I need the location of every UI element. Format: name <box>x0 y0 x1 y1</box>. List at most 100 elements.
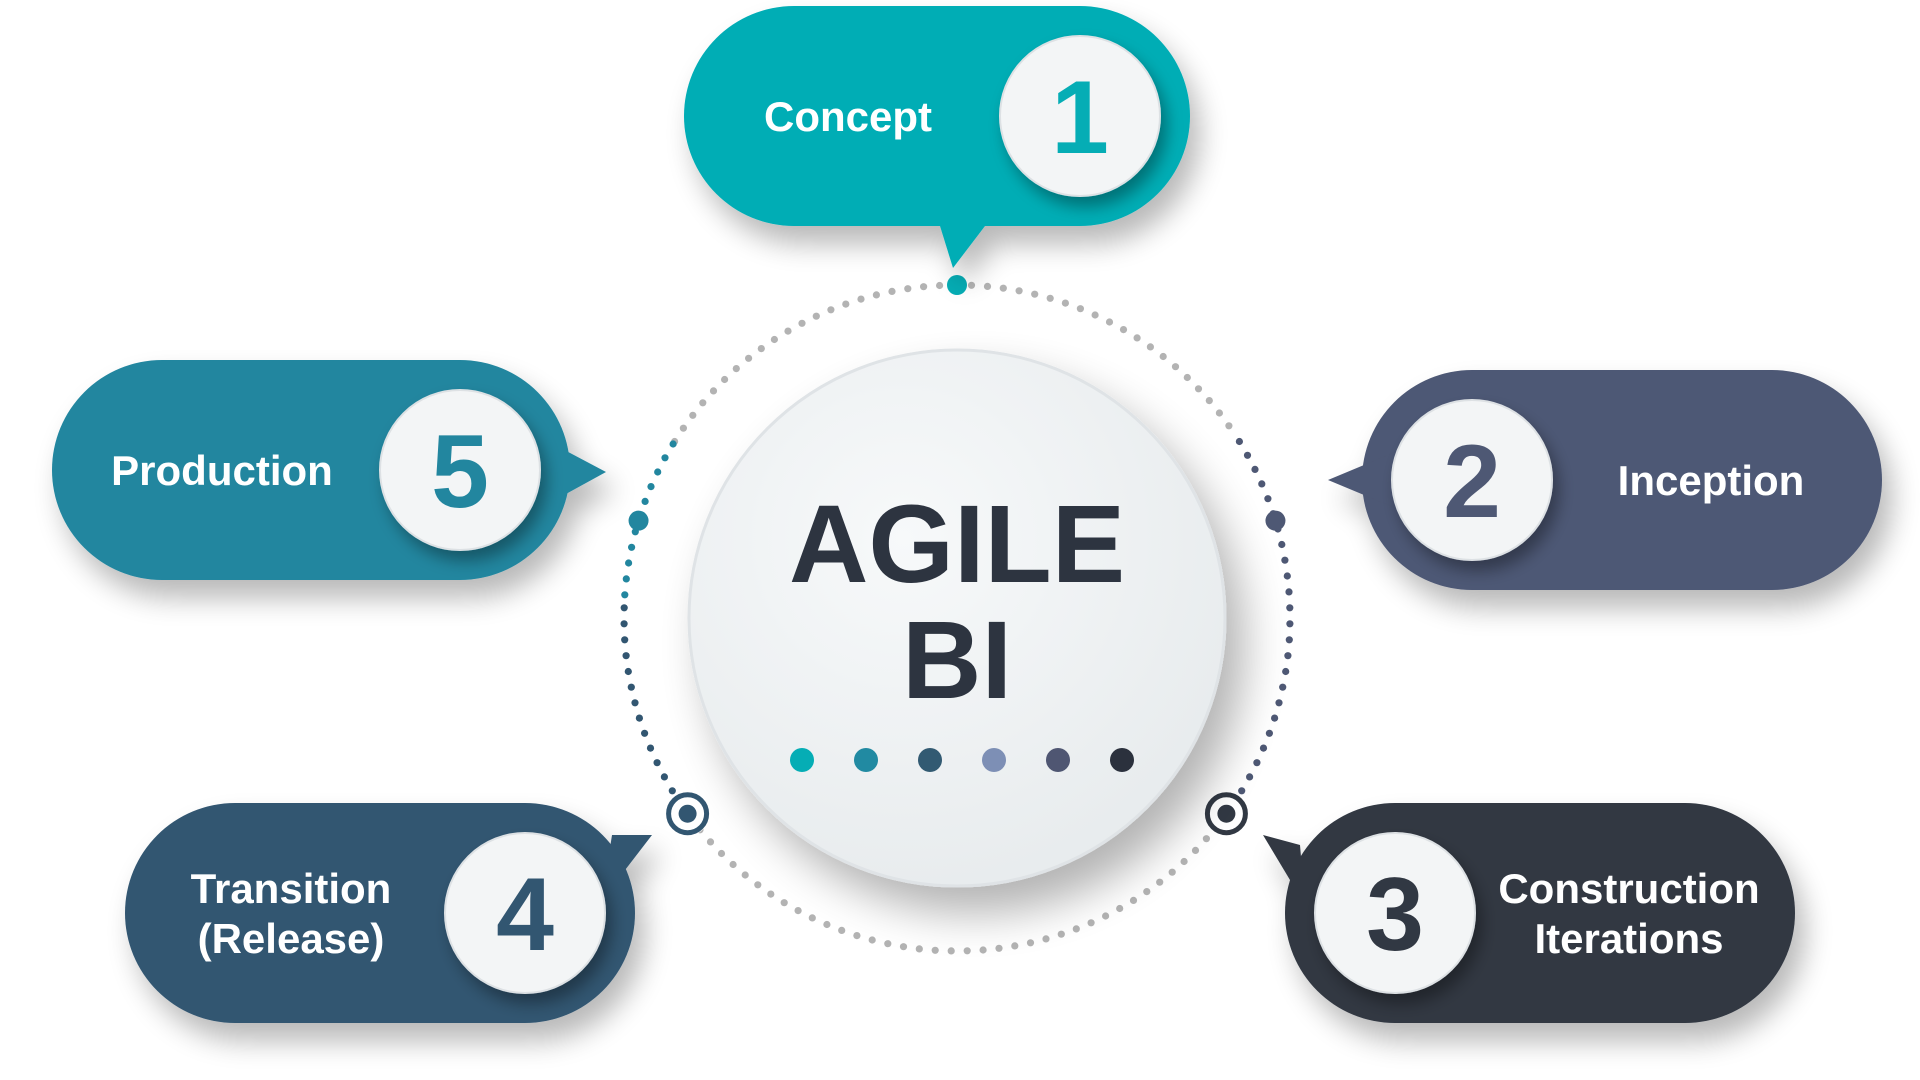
stage-label: Transition <box>191 865 392 912</box>
ring-dot <box>1235 437 1243 446</box>
ring-dot <box>679 424 688 432</box>
ring-dot <box>1105 318 1114 326</box>
ring-dot <box>794 907 802 915</box>
ring-dot <box>1168 868 1176 876</box>
ring-dot <box>1102 912 1110 920</box>
stage-pointer <box>602 835 652 900</box>
ring-dot <box>1285 588 1293 596</box>
ring-dot <box>767 890 775 898</box>
ring-dot <box>1057 930 1065 938</box>
ring-marker-dot <box>628 510 649 531</box>
ring-dot <box>1129 896 1138 905</box>
ring-dot <box>621 591 629 599</box>
ring-dot <box>745 354 753 362</box>
ring-dot <box>669 440 677 448</box>
ring-dot <box>627 683 635 691</box>
ring-dot <box>884 940 892 948</box>
ring-dot <box>1076 305 1084 313</box>
ring-dot <box>1275 699 1283 707</box>
ring-dot <box>983 282 992 290</box>
ring-dot <box>995 944 1003 952</box>
ring-dot <box>936 281 944 290</box>
ring-dot <box>699 399 707 407</box>
ring-dot <box>741 871 749 879</box>
ring-dot <box>721 375 729 384</box>
ring-dot <box>1156 878 1164 886</box>
ring-dot <box>1191 846 1200 855</box>
ring-dot <box>1087 919 1095 927</box>
ring-dot <box>631 699 639 707</box>
ring-dot <box>1225 422 1233 430</box>
ring-dot <box>823 920 831 929</box>
ring-dot <box>1116 904 1124 913</box>
stage-pointer <box>940 226 985 268</box>
number-badge <box>1314 832 1476 994</box>
ring-dot <box>904 285 912 293</box>
ring-dot <box>1205 397 1213 405</box>
ring-dot <box>931 946 939 954</box>
center-title-line1: AGILE <box>789 483 1125 606</box>
ring-dot <box>842 300 850 308</box>
ring-dot <box>868 936 876 944</box>
ring-dot <box>1091 311 1099 319</box>
ring-dot <box>1279 683 1287 691</box>
ring-dot <box>635 714 644 722</box>
ring-dot <box>757 345 765 353</box>
ring-dot <box>888 287 896 295</box>
ring-dot <box>979 946 987 954</box>
ring-dot <box>872 291 881 299</box>
ring-dot <box>647 483 655 491</box>
stage-number: 4 <box>496 857 554 973</box>
ring-dot <box>1143 888 1151 896</box>
stage-label: Inception <box>1618 457 1805 504</box>
stage-pointer <box>1328 450 1400 510</box>
ring-dot <box>1265 729 1273 737</box>
stage-label: Concept <box>764 93 932 140</box>
center-dot <box>854 748 878 772</box>
ring-dot <box>827 306 835 314</box>
ring-dot <box>1246 773 1254 781</box>
ring-dot <box>1285 636 1293 644</box>
ring-dot <box>1264 495 1272 503</box>
ring-dot <box>853 932 861 940</box>
ring-dot <box>653 759 661 767</box>
ring-dot <box>1133 334 1141 342</box>
ring-dot <box>1146 343 1154 351</box>
ring-dot <box>717 849 726 858</box>
ring-dot <box>780 899 788 907</box>
ring-dot <box>729 860 737 869</box>
ring-dot <box>770 335 779 344</box>
ring-dot <box>1202 835 1210 843</box>
ring-dot <box>1011 942 1019 950</box>
dotted-ring <box>620 275 1294 955</box>
ring-dot <box>641 729 649 737</box>
ring-dot <box>1283 572 1291 580</box>
stage-pointer <box>1263 835 1305 905</box>
ring-dot <box>1015 287 1023 295</box>
ring-dot <box>654 468 662 476</box>
center-dot <box>982 748 1006 772</box>
ring-dot <box>808 914 816 922</box>
ring-dot <box>660 773 669 781</box>
ring-dot <box>732 365 740 373</box>
ring-dot <box>1259 744 1268 752</box>
center-dot <box>1046 748 1070 772</box>
number-badge <box>999 35 1161 197</box>
ring-dot <box>784 327 792 335</box>
ring-dot <box>1253 759 1261 767</box>
center-title-line2: BI <box>902 599 1012 722</box>
ring-dot <box>812 312 820 320</box>
ring-dot <box>1281 556 1289 564</box>
ring-dot <box>1282 667 1290 676</box>
ring-dot <box>1031 290 1039 298</box>
ring-dot <box>899 943 908 951</box>
number-badge <box>379 389 541 551</box>
stage-number: 5 <box>431 414 489 530</box>
ring-dot <box>624 667 632 676</box>
ring-dot <box>1046 294 1054 302</box>
